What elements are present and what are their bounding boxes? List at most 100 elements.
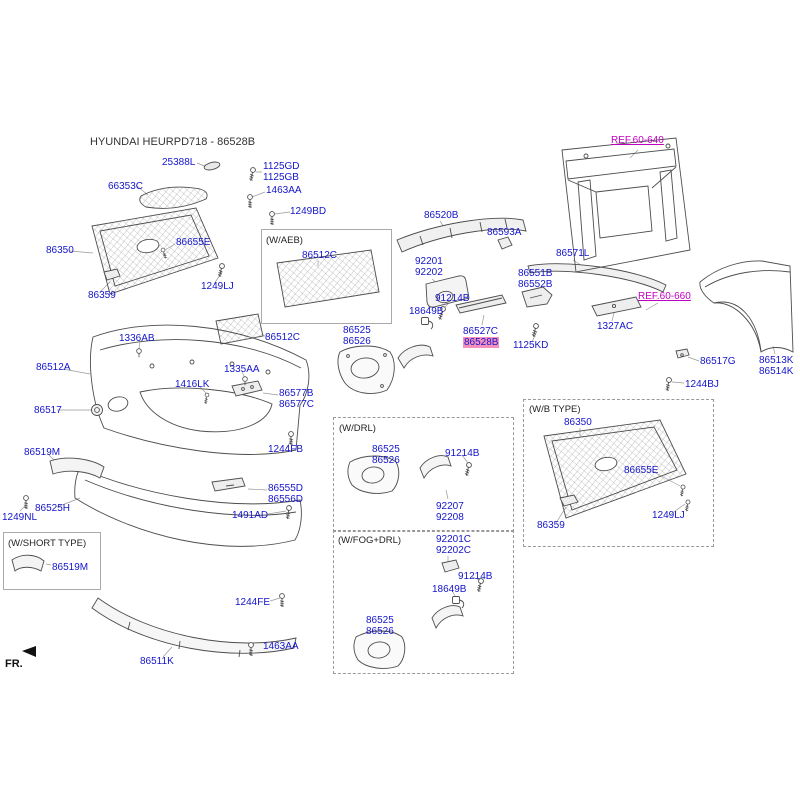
bracket-1327ac-drawing (591, 296, 642, 317)
part-label-1125GB[interactable]: 1125GB (263, 172, 299, 183)
bumper-beam-drawing (396, 217, 527, 253)
short-type-box (3, 532, 101, 590)
part-label-86555D[interactable]: 86555D (268, 483, 304, 494)
part-label-91214B-fog[interactable]: 91214B (458, 571, 493, 582)
radiator-support-drawing (561, 137, 691, 273)
part-label-86551B[interactable]: 86551B (518, 268, 553, 279)
part-label-1244FE[interactable]: 1244FE (235, 597, 271, 608)
part-label-86552B[interactable]: 86552B (518, 279, 553, 290)
part-label-86514K[interactable]: 86514K (759, 366, 794, 377)
fr-direction-arrow-icon (22, 646, 36, 657)
short-type-box-caption: (W/SHORT TYPE) (8, 538, 87, 549)
part-label-86519M-a[interactable]: 86519M (24, 447, 61, 458)
part-label-86526-drl[interactable]: 86526 (372, 455, 400, 466)
part-label-86593A[interactable]: 86593A (487, 227, 522, 238)
part-label-1249NL[interactable]: 1249NL (2, 512, 38, 523)
chrome-strip-drawing (455, 294, 507, 314)
part-label-66353C[interactable]: 66353C (108, 181, 144, 192)
part-label-1416LK[interactable]: 1416LK (175, 379, 210, 390)
part-label-86577B[interactable]: 86577B (279, 388, 314, 399)
part-label-92201[interactable]: 92201 (415, 256, 443, 267)
wb-grille-drawing (543, 419, 687, 519)
ref-link-60-640[interactable]: REF.60-640 (611, 135, 664, 146)
part-label-86655E-b[interactable]: 86655E (624, 465, 659, 476)
aeb-strip-drawing (276, 249, 380, 308)
part-label-86526-fog[interactable]: 86526 (366, 626, 394, 637)
fog-drl-box-caption: (W/FOG+DRL) (338, 535, 402, 546)
part-label-92202[interactable]: 92202 (415, 267, 443, 278)
stay-86571l-drawing (527, 263, 667, 293)
part-label-91214B-a[interactable]: 91214B (435, 293, 470, 304)
part-label-86528B-highlighted[interactable]: 86528B (463, 337, 500, 348)
fr-label: FR. (5, 658, 23, 670)
part-label-1249LJ-b[interactable]: 1249LJ (652, 510, 685, 521)
fog-drl-box (333, 530, 514, 674)
part-label-86525-a[interactable]: 86525 (343, 325, 371, 336)
part-label-86655E-a[interactable]: 86655E (176, 237, 211, 248)
part-label-86512C-mid[interactable]: 86512C (265, 332, 301, 343)
part-label-1125GD[interactable]: 1125GD (263, 161, 300, 172)
bumper-cover-drawing (90, 324, 310, 455)
part-label-86350-a[interactable]: 86350 (46, 245, 74, 256)
part-label-86511K[interactable]: 86511K (140, 656, 174, 667)
part-label-92208[interactable]: 92208 (436, 512, 464, 523)
aeb-box-caption: (W/AEB) (266, 235, 303, 246)
part-label-92202C[interactable]: 92202C (436, 545, 472, 556)
small-brackets-drawing (91, 380, 263, 492)
part-label-86577C[interactable]: 86577C (279, 399, 315, 410)
part-label-18649B-a[interactable]: 18649B (409, 306, 444, 317)
ref-link-60-660[interactable]: REF.60-660 (638, 291, 691, 302)
part-label-1249LJ-a[interactable]: 1249LJ (201, 281, 234, 292)
part-label-86517[interactable]: 86517 (34, 405, 62, 416)
drl-box (333, 417, 514, 532)
lip-86511k-drawing (91, 597, 297, 658)
part-label-86520B[interactable]: 86520B (424, 210, 459, 221)
grille-drawing (91, 207, 219, 295)
part-label-1244BJ[interactable]: 1244BJ (685, 379, 719, 390)
part-label-1244FB[interactable]: 1244FB (268, 444, 304, 455)
part-label-1491AD[interactable]: 1491AD (232, 510, 269, 521)
part-label-92201C[interactable]: 92201C (436, 534, 472, 545)
short-type-strip-drawing (11, 554, 45, 572)
part-label-1336AB[interactable]: 1336AB (119, 333, 155, 344)
fog-bezel-drawing (337, 344, 434, 394)
part-label-86519M-b[interactable]: 86519M (52, 562, 89, 573)
diagram-title: HYUNDAI HEURPD718 - 86528B (90, 136, 256, 148)
part-label-86512C-aeb[interactable]: 86512C (302, 250, 338, 261)
part-label-86525-drl[interactable]: 86525 (372, 444, 400, 455)
emblem-bar-drawing (139, 161, 221, 209)
part-label-86571L[interactable]: 86571L (556, 248, 590, 259)
part-label-1125KD[interactable]: 1125KD (513, 340, 549, 351)
part-label-86556D[interactable]: 86556D (268, 494, 304, 505)
part-label-86512A[interactable]: 86512A (36, 362, 71, 373)
moulding-86519m-drawing (49, 457, 105, 479)
part-label-86350-b[interactable]: 86350 (564, 417, 592, 428)
part-label-92207[interactable]: 92207 (436, 501, 464, 512)
part-label-86526-a[interactable]: 86526 (343, 336, 371, 347)
part-label-18649B-fog[interactable]: 18649B (432, 584, 467, 595)
fender-drawing (675, 260, 794, 359)
part-label-1463AA-b[interactable]: 1463AA (263, 641, 299, 652)
drl-box-art (347, 455, 452, 494)
part-label-1249BD[interactable]: 1249BD (290, 206, 327, 217)
part-label-86359-a[interactable]: 86359 (88, 290, 116, 301)
bracket-86551b-drawing (521, 286, 553, 308)
part-label-86517G[interactable]: 86517G (700, 356, 736, 367)
part-label-86513K[interactable]: 86513K (759, 355, 794, 366)
drl-box-caption: (W/DRL) (339, 423, 376, 434)
part-label-86527C[interactable]: 86527C (463, 326, 499, 337)
part-label-1463AA-a[interactable]: 1463AA (266, 185, 302, 196)
part-label-91214B-drl[interactable]: 91214B (445, 448, 480, 459)
part-label-86525-fog[interactable]: 86525 (366, 615, 394, 626)
part-label-86359-b[interactable]: 86359 (537, 520, 565, 531)
part-label-1327AC[interactable]: 1327AC (597, 321, 634, 332)
part-label-1335AA[interactable]: 1335AA (224, 364, 260, 375)
b-type-box (523, 399, 714, 547)
lower-cover-drawing (74, 467, 302, 547)
part-label-25388L[interactable]: 25388L (162, 157, 196, 168)
mid-strip-drawing (215, 313, 264, 345)
b-type-box-caption: (W/B TYPE) (529, 404, 581, 415)
part-label-86525H[interactable]: 86525H (35, 503, 71, 514)
